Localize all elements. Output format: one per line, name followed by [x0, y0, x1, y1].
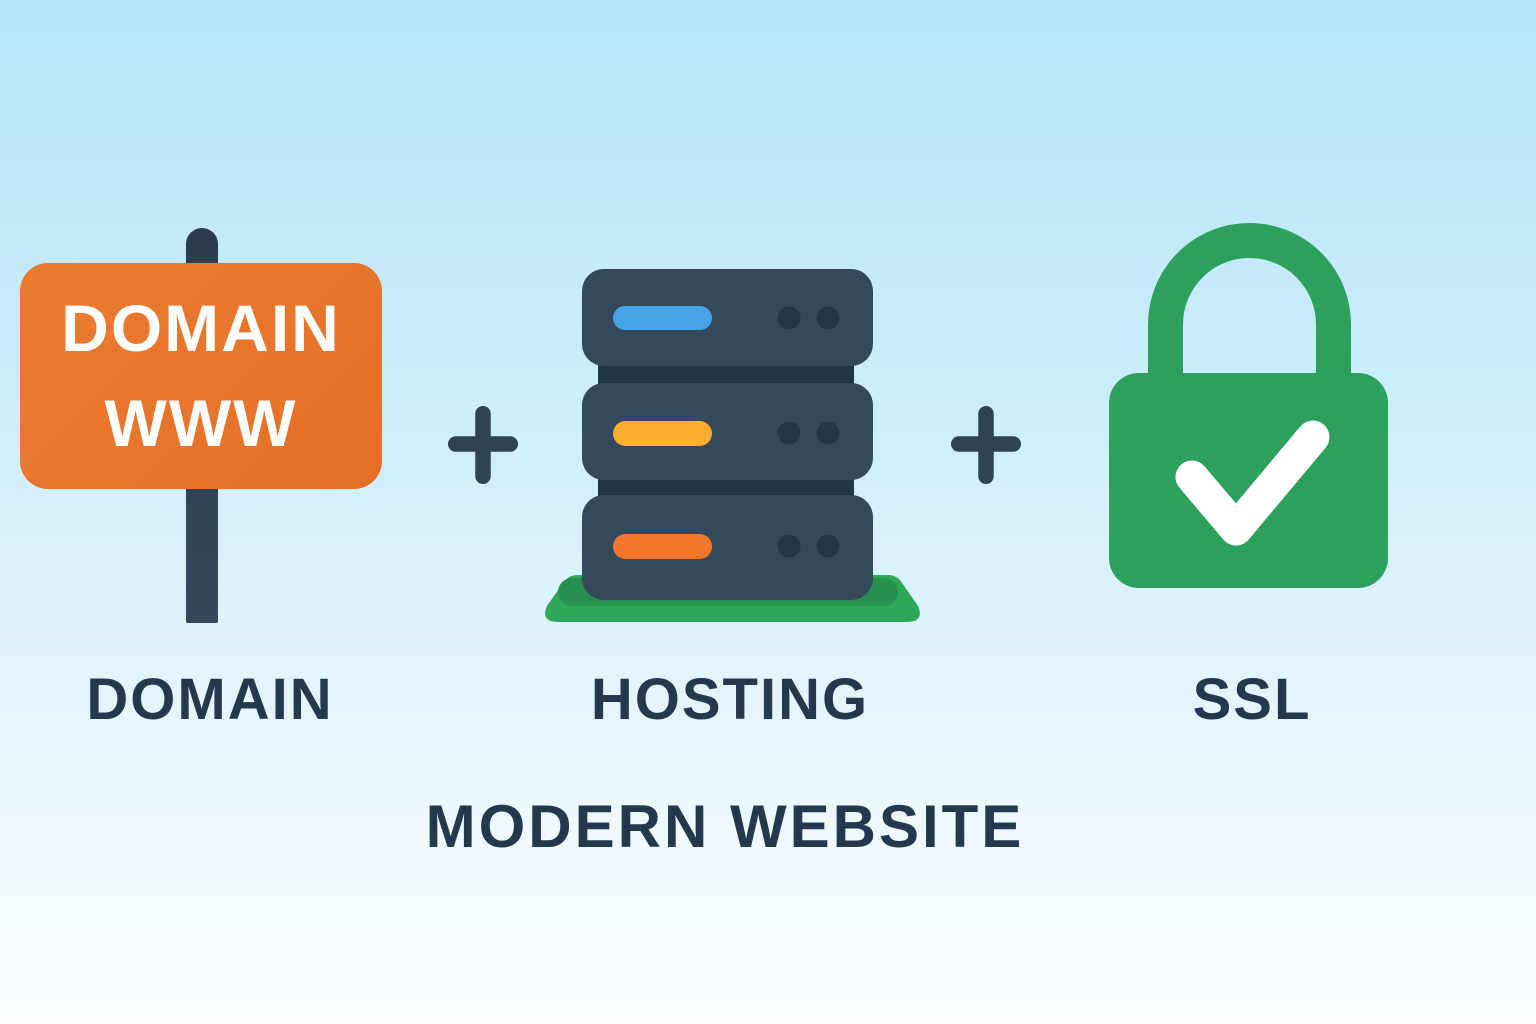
domain-sign-icon: DOMAIN WWW — [20, 263, 382, 489]
server-unit-2 — [582, 383, 873, 480]
caption-modern-website: MODERN WEBSITE — [425, 793, 1025, 860]
plus-horizontal-bar — [951, 436, 1021, 452]
label-hosting: HOSTING — [590, 667, 870, 732]
label-domain: DOMAIN — [86, 667, 334, 732]
server-divider-1 — [598, 360, 854, 390]
server-slot-light-amber — [613, 421, 712, 446]
server-led-dot — [777, 421, 801, 445]
server-led-dot — [816, 306, 840, 330]
server-led-dot — [777, 534, 801, 558]
server-slot-light-blue — [613, 306, 712, 330]
padlock-body — [1109, 373, 1388, 588]
server-unit-1 — [582, 269, 873, 366]
server-unit-3 — [582, 495, 873, 600]
server-stack-icon — [545, 269, 920, 622]
label-ssl: SSL — [1192, 667, 1312, 732]
server-slot-light-orange — [613, 534, 712, 559]
padlock-check-icon — [1109, 223, 1388, 588]
server-led-dot — [816, 421, 840, 445]
plus-icon — [951, 406, 1021, 484]
checkmark-icon — [1175, 420, 1330, 546]
plus-horizontal-bar — [448, 436, 518, 452]
sign-line-2: WWW — [104, 386, 298, 460]
plus-icon — [448, 406, 518, 484]
padlock-shackle — [1148, 223, 1351, 395]
server-led-dot — [777, 306, 801, 330]
server-led-dot — [816, 534, 840, 558]
sign-line-1: DOMAIN — [61, 291, 341, 365]
